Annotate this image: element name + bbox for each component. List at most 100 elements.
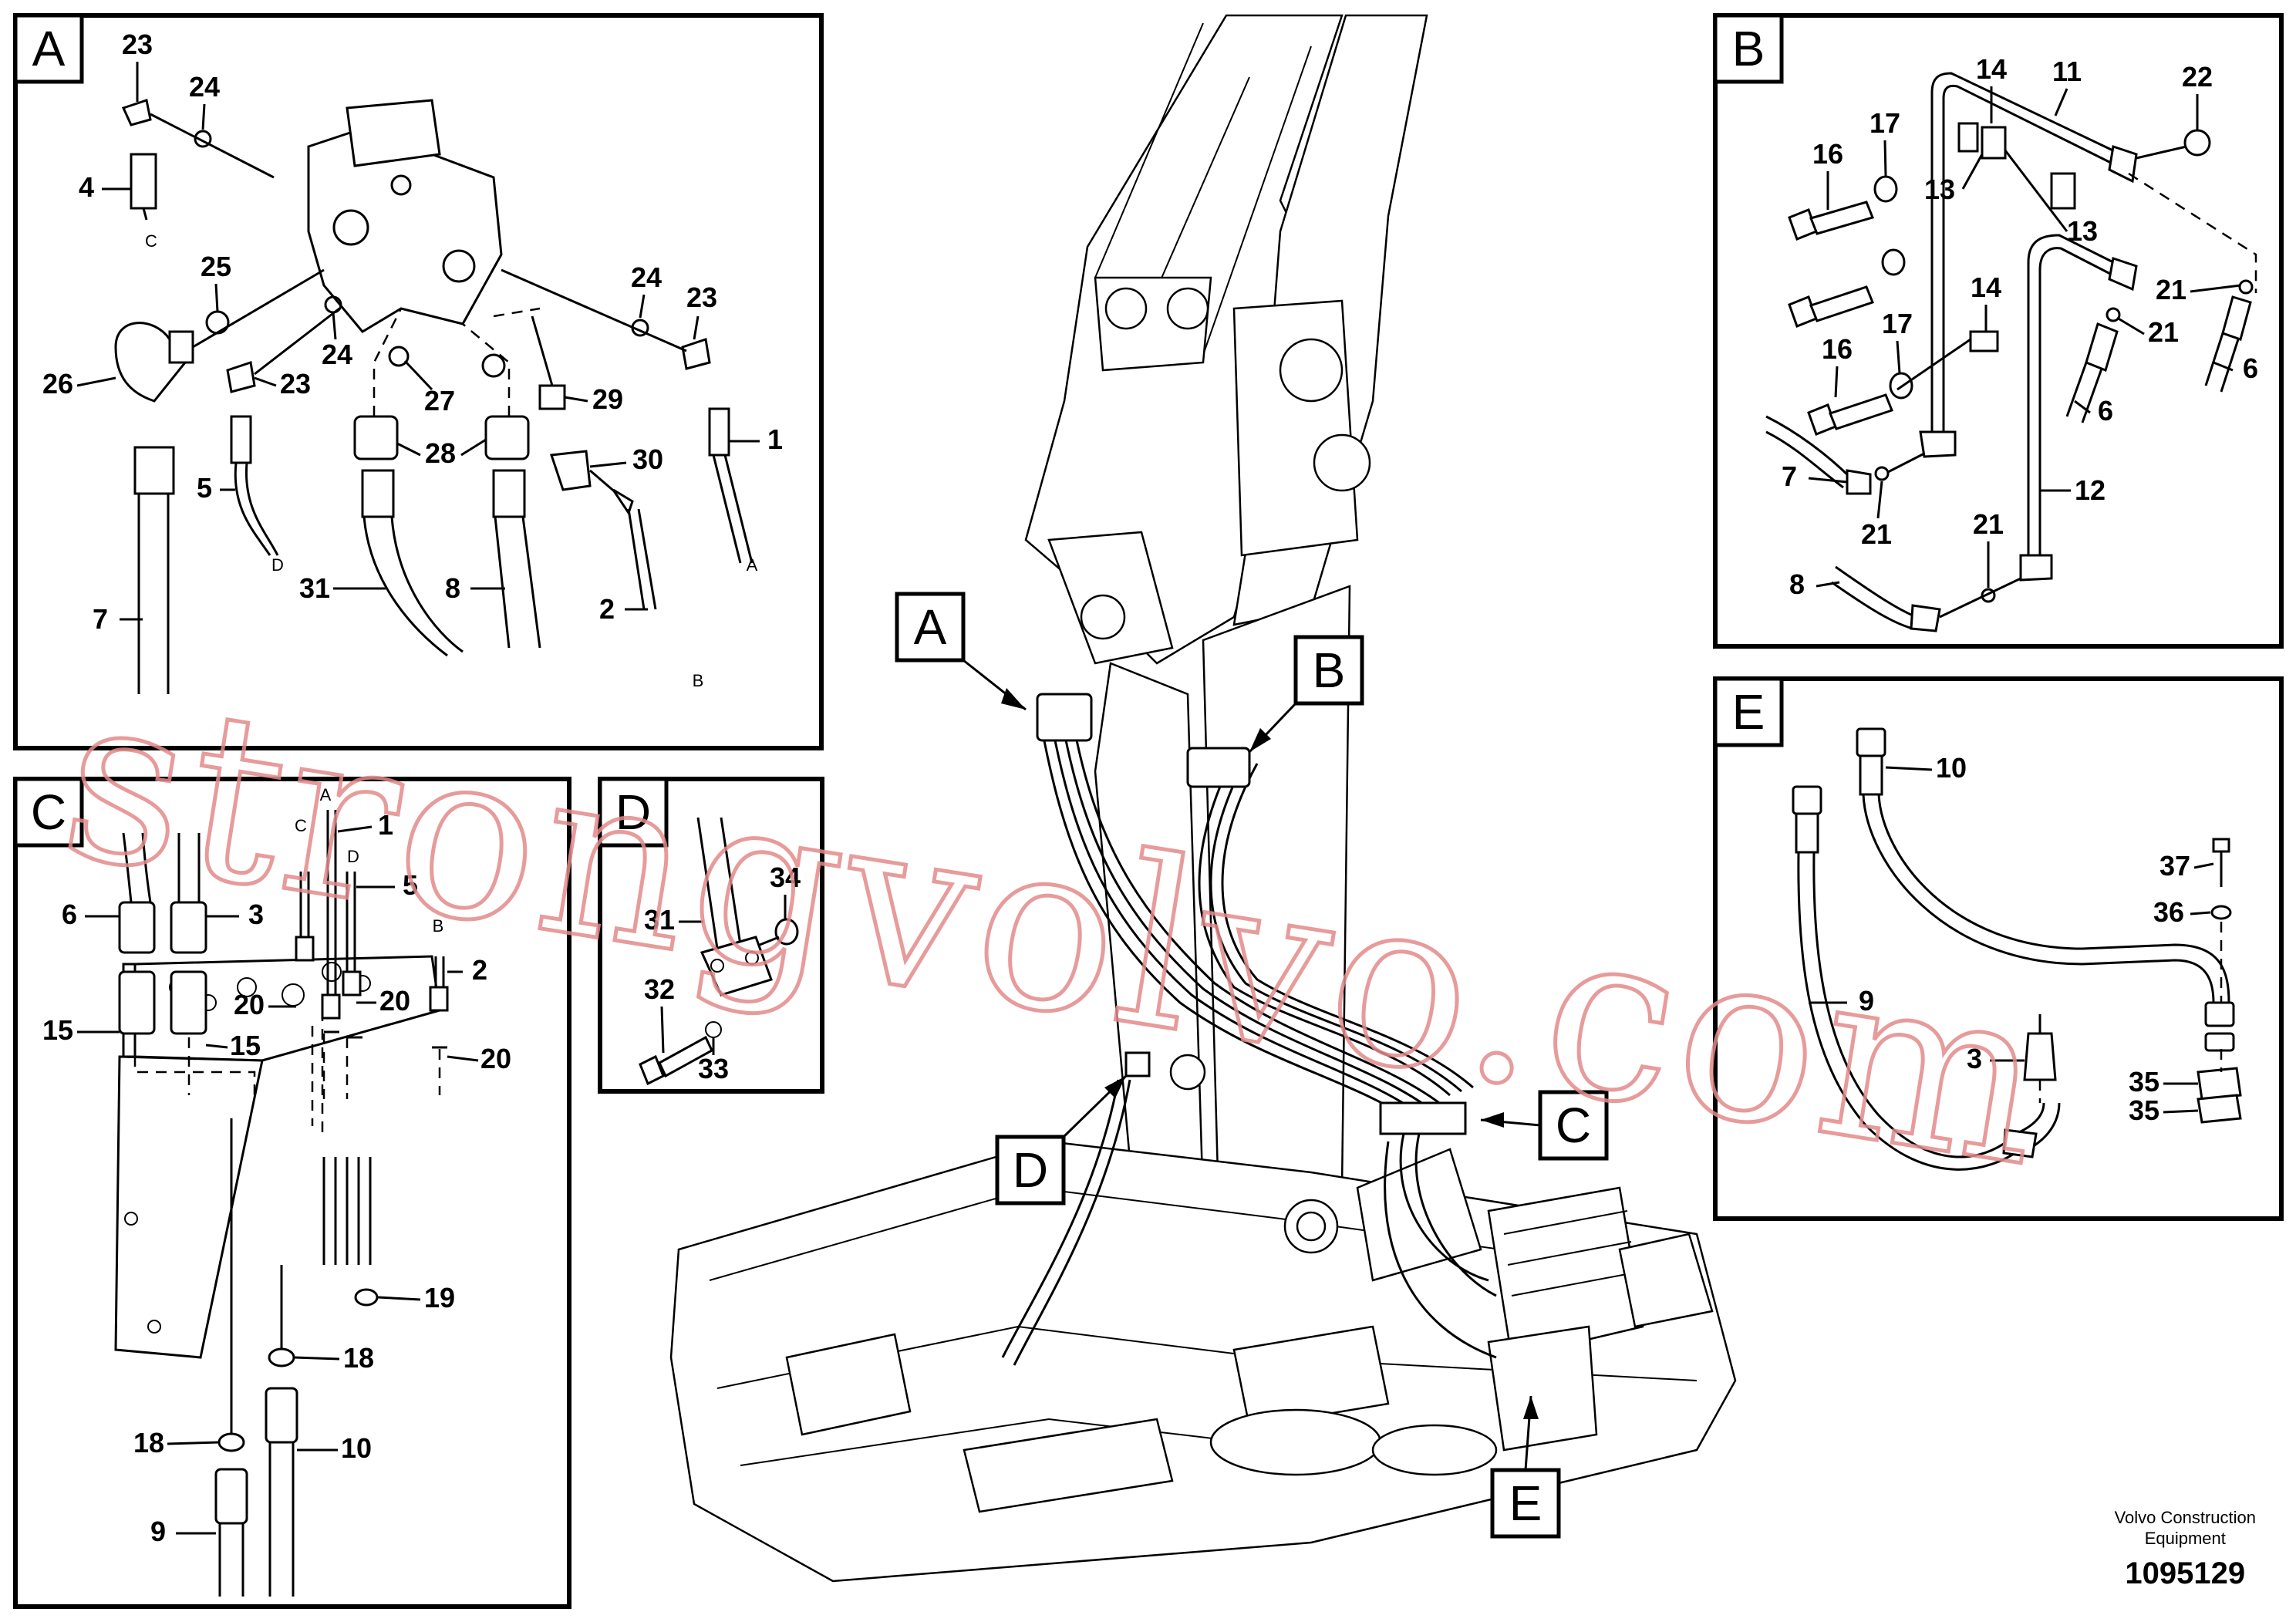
svg-text:32: 32 — [644, 973, 675, 1005]
svg-text:C: C — [145, 231, 157, 251]
svg-text:24: 24 — [322, 339, 352, 370]
svg-text:24: 24 — [631, 261, 662, 293]
svg-text:A: A — [747, 555, 758, 575]
svg-text:28: 28 — [425, 437, 456, 469]
svg-text:15: 15 — [42, 1014, 73, 1046]
svg-text:A: A — [320, 785, 332, 804]
svg-text:3: 3 — [1967, 1043, 1982, 1074]
main-assembly-view: A B C D E — [669, 14, 1737, 1583]
svg-text:13: 13 — [2067, 215, 2098, 247]
svg-text:6: 6 — [2243, 352, 2258, 384]
detail-panel-C: C — [13, 777, 571, 1609]
svg-text:16: 16 — [1812, 138, 1843, 170]
svg-text:18: 18 — [133, 1427, 164, 1458]
svg-text:15: 15 — [230, 1030, 261, 1061]
svg-text:20: 20 — [234, 989, 265, 1020]
svg-text:33: 33 — [698, 1053, 729, 1084]
svg-text:6: 6 — [62, 899, 77, 930]
svg-text:26: 26 — [42, 368, 73, 400]
callouts-B: 14 11 22 17 16 13 13 14 17 16 21 21 6 — [1782, 53, 2258, 600]
panel-label-E-text: E — [1732, 684, 1765, 740]
pointer-label-D[interactable]: D — [995, 1074, 1128, 1206]
svg-text:B: B — [1313, 642, 1346, 698]
document-number: 1095129 — [2125, 1556, 2246, 1590]
svg-text:10: 10 — [1936, 752, 1967, 784]
callouts-D: 34 31 32 33 — [644, 862, 801, 1084]
panel-label-C — [13, 777, 84, 848]
callouts-C: 6 3 1 5 2 20 20 20 15 15 19 18 18 — [42, 785, 511, 1547]
detail-panel-A: A — [13, 13, 824, 750]
svg-text:23: 23 — [280, 368, 311, 400]
svg-text:14: 14 — [1971, 271, 2001, 303]
svg-text:20: 20 — [480, 1043, 511, 1074]
svg-text:14: 14 — [1976, 53, 2007, 85]
svg-text:E: E — [1509, 1475, 1542, 1531]
svg-text:36: 36 — [2153, 896, 2184, 928]
svg-text:21: 21 — [1861, 518, 1892, 550]
svg-text:2: 2 — [599, 593, 615, 625]
svg-text:9: 9 — [150, 1516, 166, 1547]
svg-text:12: 12 — [2075, 474, 2106, 506]
panel-label-C-text: C — [31, 784, 66, 840]
panel-label-D — [598, 777, 669, 848]
svg-text:18: 18 — [343, 1342, 374, 1374]
svg-text:C: C — [295, 816, 307, 835]
panel-label-B — [1713, 13, 1784, 84]
svg-text:1: 1 — [767, 423, 783, 455]
svg-text:29: 29 — [592, 383, 623, 415]
svg-text:8: 8 — [1789, 568, 1805, 600]
panel-label-A-text: A — [32, 21, 66, 76]
svg-text:31: 31 — [644, 904, 675, 936]
svg-text:17: 17 — [1870, 107, 1900, 139]
svg-text:17: 17 — [1882, 308, 1913, 339]
callouts-A: 23 24 4 25 26 24 23 27 28 29 30 23 24 — [42, 29, 783, 690]
svg-text:3: 3 — [248, 899, 264, 930]
svg-text:C: C — [1556, 1098, 1591, 1153]
svg-text:35: 35 — [2129, 1066, 2159, 1098]
panel-label-E — [1713, 676, 1784, 747]
svg-text:24: 24 — [189, 71, 220, 103]
panel-label-A — [13, 13, 84, 84]
svg-text:13: 13 — [1924, 174, 1955, 205]
svg-text:1: 1 — [378, 809, 393, 841]
svg-text:21: 21 — [1973, 508, 2004, 540]
svg-text:5: 5 — [197, 472, 212, 504]
pointer-label-B[interactable]: B — [1248, 635, 1364, 754]
svg-text:35: 35 — [2129, 1094, 2159, 1126]
svg-text:D: D — [271, 555, 284, 575]
svg-text:23: 23 — [686, 282, 717, 313]
svg-text:27: 27 — [424, 385, 455, 416]
detail-panel-D: D 34 31 32 33 — [598, 777, 824, 1094]
brand-line-2: Equipment — [2144, 1529, 2226, 1548]
pointer-label-C[interactable]: C — [1480, 1090, 1609, 1161]
brand-line-1: Volvo Construction — [2114, 1508, 2256, 1527]
svg-text:37: 37 — [2159, 850, 2190, 882]
detail-panel-B: B — [1713, 13, 2284, 649]
callouts-E: 10 37 36 9 3 35 35 — [1809, 752, 2214, 1126]
svg-text:D: D — [1013, 1142, 1048, 1198]
svg-text:7: 7 — [93, 603, 108, 635]
svg-text:34: 34 — [770, 862, 801, 893]
svg-text:11: 11 — [2052, 56, 2082, 87]
pointer-label-E[interactable]: E — [1490, 1395, 1561, 1539]
svg-text:2: 2 — [472, 954, 487, 986]
pointer-label-A[interactable]: A — [895, 592, 1027, 711]
svg-text:7: 7 — [1782, 460, 1797, 492]
svg-text:31: 31 — [299, 572, 330, 604]
svg-text:4: 4 — [79, 171, 94, 203]
svg-text:16: 16 — [1822, 333, 1853, 365]
svg-text:30: 30 — [632, 443, 663, 475]
footer: Volvo Construction Equipment 1095129 — [2115, 1507, 2256, 1591]
svg-text:19: 19 — [424, 1282, 455, 1313]
detail-panel-E: E 10 37 36 9 — [1713, 676, 2284, 1221]
svg-text:25: 25 — [201, 251, 231, 282]
svg-text:9: 9 — [1859, 985, 1874, 1017]
panel-label-B-text: B — [1732, 21, 1765, 76]
svg-text:8: 8 — [445, 572, 460, 604]
svg-text:6: 6 — [2098, 395, 2113, 427]
svg-text:10: 10 — [341, 1432, 372, 1464]
svg-text:B: B — [433, 916, 444, 936]
svg-text:21: 21 — [2148, 316, 2179, 348]
svg-text:B: B — [693, 671, 704, 690]
